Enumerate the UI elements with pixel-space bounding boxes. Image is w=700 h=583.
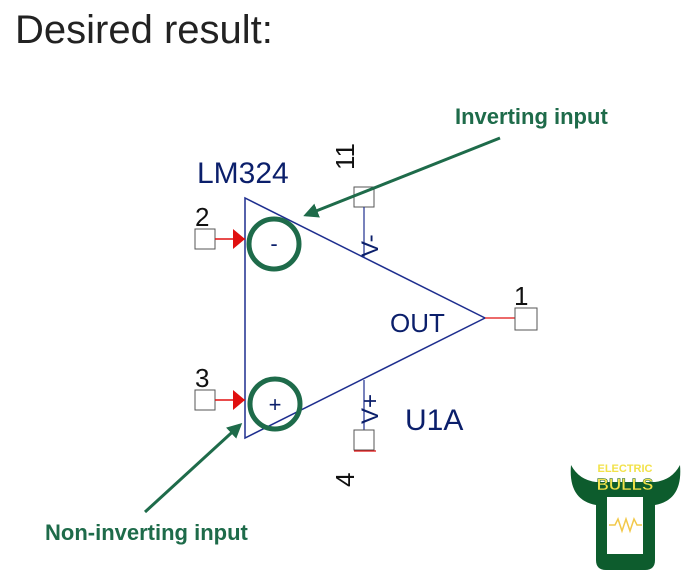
pin-3-number: 3	[195, 363, 209, 393]
noninverting-input-annotation: Non-inverting input	[45, 520, 249, 545]
pin-2-arrow-icon	[233, 229, 245, 249]
inverting-arrow-icon	[303, 136, 501, 218]
pin-11-number: 11	[330, 143, 360, 170]
pin-4-terminal[interactable]	[353, 429, 375, 451]
logo-line-2: BULLS	[597, 475, 654, 494]
pin-3-terminal[interactable]	[194, 389, 216, 411]
inverting-symbol: -	[270, 231, 277, 256]
slide-title: Desired result:	[15, 8, 273, 52]
pin-1-terminal[interactable]	[514, 307, 538, 331]
pin-4-number: 4	[330, 473, 360, 487]
pin-2-terminal[interactable]	[194, 228, 216, 250]
v-minus-label: V-	[357, 234, 384, 257]
noninverting-arrow-icon	[143, 422, 243, 514]
designator-label: U1A	[405, 404, 463, 437]
logo-line-1: ELECTRIC	[598, 463, 653, 475]
pin-1-number: 1	[514, 281, 528, 311]
inverting-input-annotation: Inverting input	[455, 104, 608, 129]
electric-bulls-logo: ELECTRIC BULLS	[570, 463, 681, 570]
pin-3-arrow-icon	[233, 390, 245, 410]
inverting-input-circle	[246, 216, 302, 272]
v-plus-label: V+	[357, 394, 384, 424]
part-name-label: LM324	[197, 157, 289, 190]
output-label: OUT	[390, 308, 445, 338]
noninverting-input-circle	[247, 376, 303, 432]
pin-2-number: 2	[195, 202, 209, 232]
noninverting-symbol: +	[269, 392, 282, 417]
opamp-body	[244, 196, 487, 440]
